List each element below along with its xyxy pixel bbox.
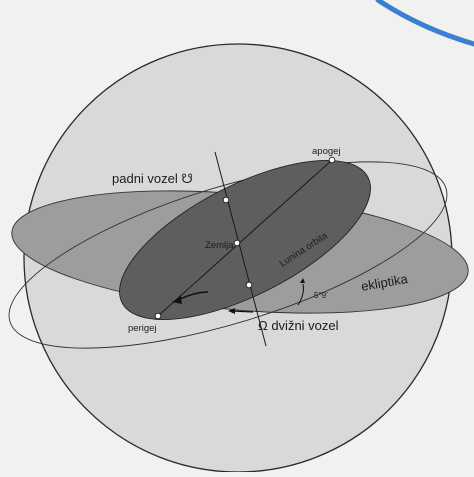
inclination-arc xyxy=(297,283,304,306)
earth-label: Zemlja xyxy=(205,240,234,251)
lunar-orbit-plane xyxy=(119,160,371,320)
apogee-label: apogej xyxy=(312,146,341,157)
ascending-node-point xyxy=(245,281,253,289)
ascending-node-label: Ω dvižni vozel xyxy=(258,318,339,333)
descending-node-point xyxy=(222,196,230,204)
apsides-line xyxy=(157,159,333,317)
earth-point xyxy=(233,239,241,247)
inclination-arrowhead xyxy=(300,278,305,283)
ecliptic-arrowhead xyxy=(228,308,235,314)
accent-line xyxy=(375,0,474,47)
inclination-label: 5°9' xyxy=(314,291,328,300)
orbit-arrowhead xyxy=(172,296,182,304)
perigee-label: perigej xyxy=(128,323,157,334)
nodes-line xyxy=(214,151,267,347)
perigee-point xyxy=(154,312,162,320)
descending-node-label: padni vozel ☋ xyxy=(112,171,193,186)
ecliptic-arrow xyxy=(231,310,254,313)
apogee-point xyxy=(328,156,336,164)
great-circle-outline xyxy=(8,161,448,349)
